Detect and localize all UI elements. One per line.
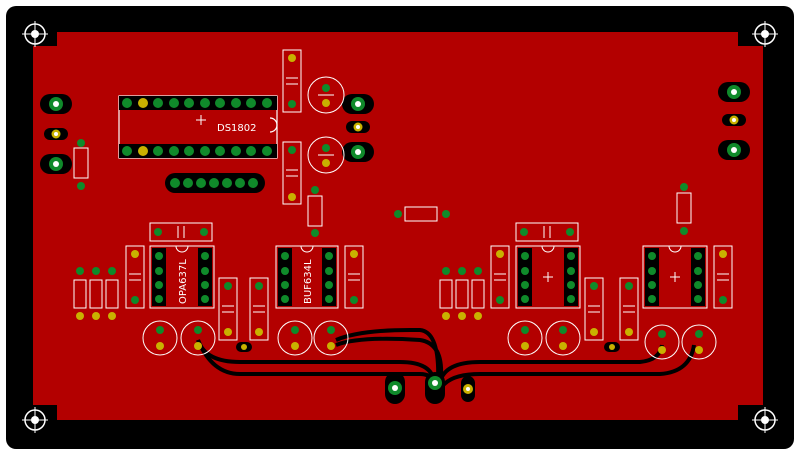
ic-opa637l: OPA637L <box>149 245 215 309</box>
mounting-hole-icon <box>752 407 778 433</box>
ic-left-label: OPA637L <box>178 259 189 304</box>
capacitor-icon <box>282 49 302 113</box>
mounting-hole-icon <box>22 407 48 433</box>
capacitor-icon <box>282 141 302 205</box>
capacitor-icon <box>149 222 213 242</box>
capacitor-icon <box>344 245 364 309</box>
ic-ds1802: DS1802 <box>118 95 278 159</box>
ic-main-label: DS1802 <box>217 123 257 134</box>
pad-icon <box>604 342 620 352</box>
resistor-bank-right <box>439 267 485 320</box>
resistor-icon <box>394 206 450 222</box>
capacitor-icon <box>619 277 639 341</box>
ic-buf634l: BUF634L <box>275 245 339 309</box>
capacitor-icon <box>681 324 717 360</box>
capacitor-icon <box>490 245 510 309</box>
capacitor-icon <box>249 277 269 341</box>
capacitor-icon <box>142 320 178 356</box>
resistor-bank-left <box>73 267 119 320</box>
header-row <box>165 173 265 193</box>
ic-mid-label: BUF634L <box>303 259 314 304</box>
ic-right-2 <box>642 245 708 309</box>
capacitor-icon <box>277 320 313 356</box>
ic-right-1 <box>515 245 581 309</box>
mounting-hole-icon <box>752 21 778 47</box>
capacitor-icon <box>307 136 345 174</box>
resistor-icon <box>73 139 89 190</box>
ic-pins-top <box>122 98 272 108</box>
capacitor-icon <box>307 76 345 114</box>
mounting-hole-icon <box>22 21 48 47</box>
capacitor-icon <box>545 320 581 356</box>
capacitor-icon <box>515 222 579 242</box>
ic-pins-bottom <box>122 146 272 156</box>
capacitor-icon <box>125 245 145 309</box>
capacitor-icon <box>180 320 216 356</box>
capacitor-icon <box>644 324 680 360</box>
connector-pads <box>40 82 750 404</box>
capacitor-icon <box>584 277 604 341</box>
capacitor-icon <box>313 320 349 356</box>
pad-icon <box>236 342 252 352</box>
capacitor-icon <box>218 277 238 341</box>
capacitor-icon <box>713 245 733 309</box>
resistor-icon <box>676 183 692 235</box>
capacitor-icon <box>507 320 543 356</box>
resistor-icon <box>307 186 323 237</box>
